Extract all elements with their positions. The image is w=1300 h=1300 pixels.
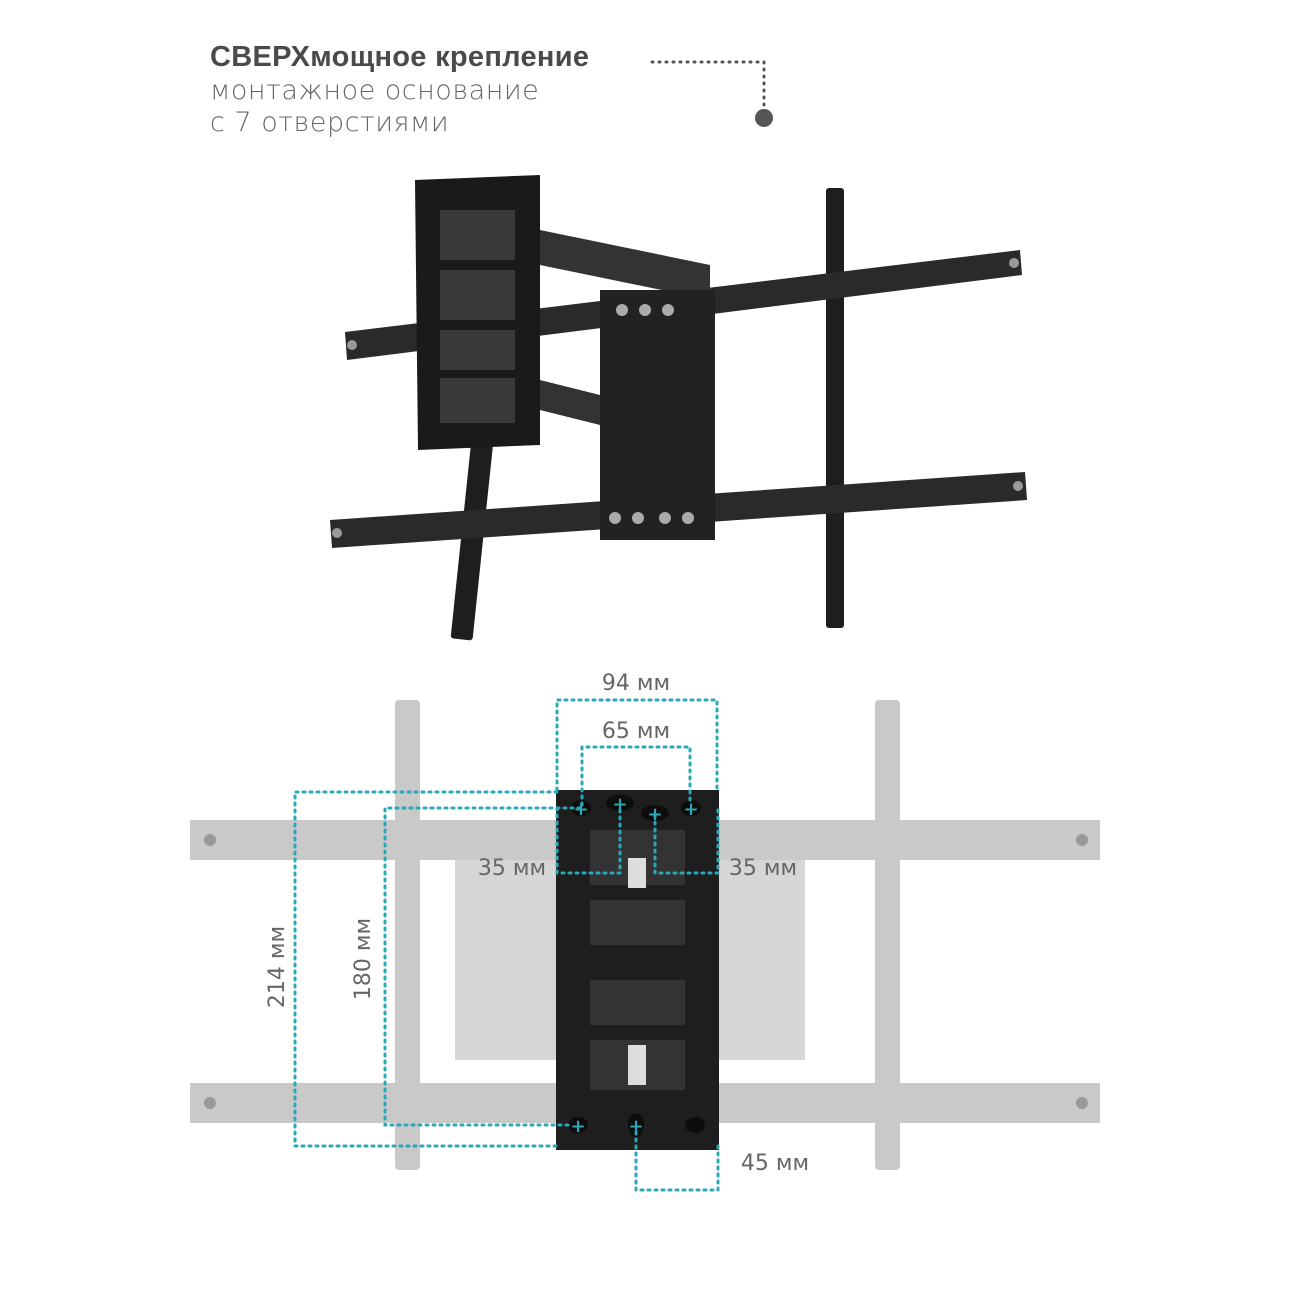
dim-94: 94 мм xyxy=(602,671,670,696)
hole-marker: + xyxy=(573,799,588,820)
dimension-lines xyxy=(293,698,720,1192)
hole-marker: + xyxy=(570,1116,585,1137)
dim-180: 180 мм xyxy=(351,918,376,1000)
dim-35-right: 35 мм xyxy=(729,856,797,881)
wall-plate: + + + + + + xyxy=(556,790,719,1150)
heading: СВЕРХмощное крепление монтажное основани… xyxy=(210,40,589,140)
heading-title: СВЕРХмощное крепление xyxy=(210,41,590,73)
dim-214: 214 мм xyxy=(265,926,290,1008)
hole-marker: + xyxy=(628,1116,643,1137)
hole-marker: + xyxy=(683,799,698,820)
heading-line-2: монтажное основание xyxy=(210,74,540,106)
dimension-labels: 94 мм 65 мм 35 мм 35 мм 214 мм 180 мм 45… xyxy=(265,671,809,1176)
dim-45: 45 мм xyxy=(741,1151,809,1176)
mount-illustration xyxy=(330,175,1027,641)
heading-line-3: с 7 отверстиями xyxy=(210,107,450,139)
hole-marker: + xyxy=(612,794,627,815)
dim-35-left: 35 мм xyxy=(478,856,546,881)
dim-65: 65 мм xyxy=(602,719,670,744)
callout-leader xyxy=(650,60,773,127)
